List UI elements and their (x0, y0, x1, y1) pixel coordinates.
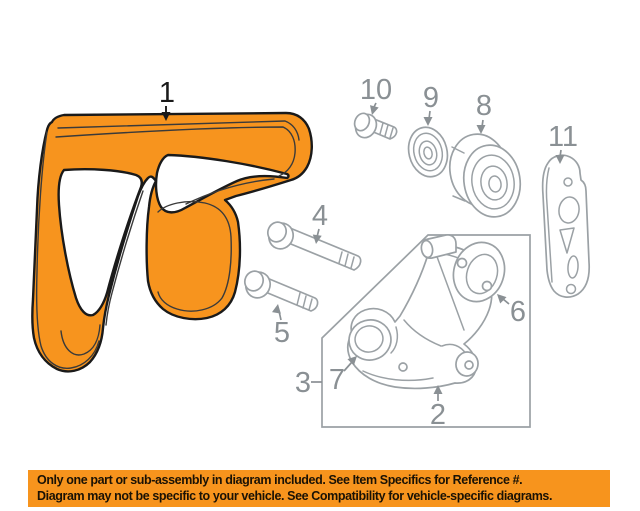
bracket-part11 (541, 154, 591, 298)
disclaimer-banner: Only one part or sub-assembly in diagram… (28, 470, 610, 507)
pulley-part8 (448, 133, 522, 218)
parts-diagram: 1 10 9 8 11 4 5 3 7 6 2 (31, 74, 591, 431)
belt-outline (31, 111, 313, 373)
part-label-11: 11 (548, 121, 578, 153)
label-6-arrow (502, 298, 510, 305)
disclaimer-line2: Diagram may not be specific to your vehi… (37, 488, 553, 503)
label-7-arrow (343, 361, 353, 372)
part-label-8: 8 (476, 90, 492, 122)
part-label-9: 9 (423, 82, 439, 114)
part-label-6: 6 (510, 296, 526, 328)
part-label-4: 4 (312, 200, 328, 232)
part-label-7: 7 (329, 364, 345, 396)
part-label-10: 10 (360, 74, 392, 106)
part-label-1: 1 (159, 77, 175, 109)
serpentine-belt-part1 (31, 111, 313, 373)
bolt-part4 (266, 221, 362, 271)
part-label-5: 5 (274, 317, 290, 349)
subassembly-box (321, 234, 531, 428)
washer-part9 (407, 126, 449, 178)
part-label-3: 3 (295, 367, 311, 399)
bolt-part10 (353, 112, 398, 140)
bracket-assembly-part2 (347, 234, 506, 390)
callouts: 1 10 9 8 11 4 5 3 7 6 2 (159, 74, 578, 431)
part-label-2: 2 (430, 399, 446, 431)
bolt-part5 (243, 270, 319, 312)
disclaimer-line1: Only one part or sub-assembly in diagram… (37, 473, 523, 487)
